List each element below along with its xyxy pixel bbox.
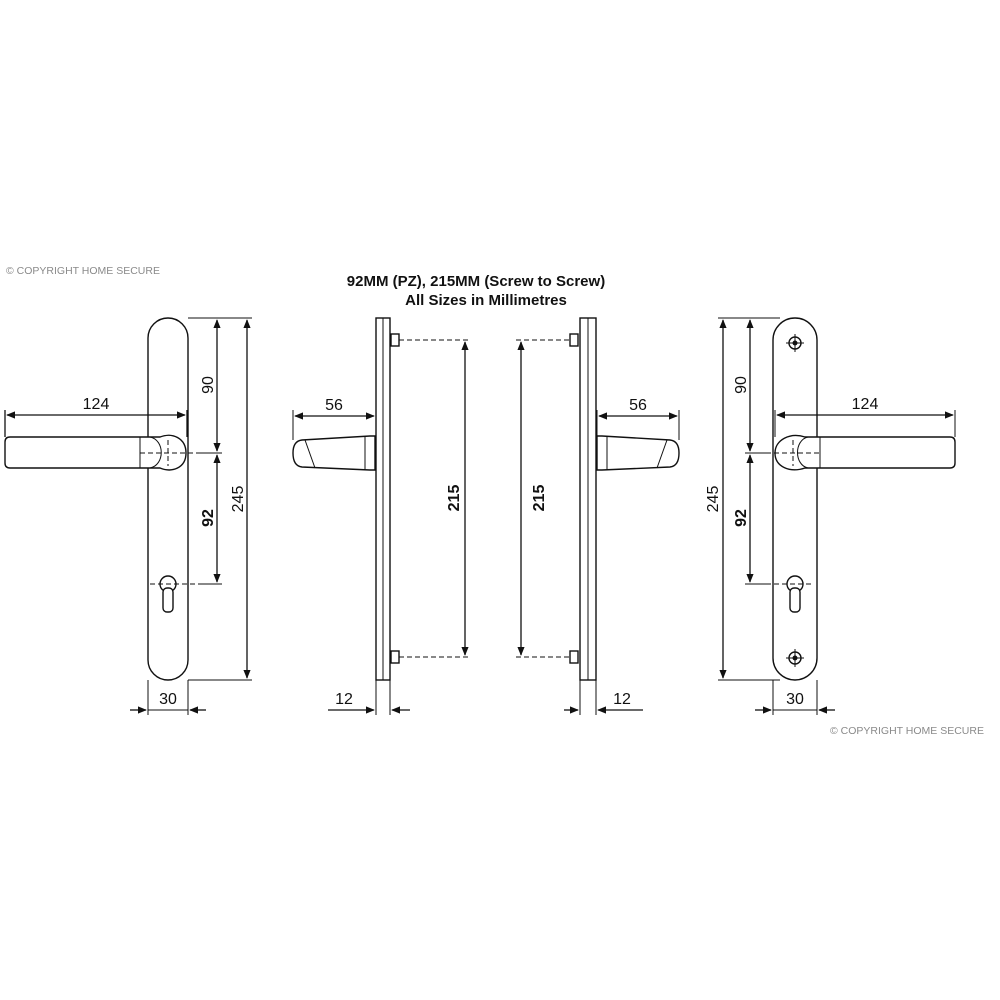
dim-screw-to-screw: 215: [446, 485, 463, 512]
dim-plate-thickness: 12: [613, 691, 631, 708]
dim-centres: 92: [733, 509, 750, 527]
screw-bottom: [390, 650, 400, 664]
dim-lever-length: 124: [83, 396, 110, 413]
screw-top: [390, 333, 400, 347]
dim-handle-to-top: 90: [200, 376, 217, 394]
screw-head-icon: [786, 649, 804, 667]
dim-lever-length: 124: [852, 396, 879, 413]
euro-cylinder-keyhole: [150, 575, 200, 613]
dim-handle-to-top: 90: [733, 376, 750, 394]
front-view-left: 124 90 92 245 30: [4, 317, 252, 715]
diagram-title-line2: All Sizes in Millimetres: [405, 292, 567, 309]
screw-bottom: [569, 650, 579, 664]
dim-plate-thickness: 12: [335, 691, 353, 708]
backplate: [772, 317, 818, 681]
lever-side: [292, 435, 376, 471]
dim-lever-projection: 56: [325, 397, 343, 414]
side-view-right: 56 215 12: [516, 317, 680, 715]
dim-centres: 92: [200, 509, 217, 527]
lever-handle: [4, 434, 187, 471]
dim-plate-width: 30: [786, 691, 804, 708]
euro-cylinder-keyhole: [750, 575, 812, 613]
screw-top: [569, 333, 579, 347]
dim-screw-to-screw: 215: [531, 485, 548, 512]
copyright-bottom-right: © COPYRIGHT HOME SECURE: [830, 725, 984, 737]
lever-side: [596, 435, 680, 471]
dim-lever-projection: 56: [629, 397, 647, 414]
copyright-top-left: © COPYRIGHT HOME SECURE: [6, 265, 160, 277]
side-view-left: 56 215 12: [292, 317, 470, 715]
dim-plate-width: 30: [159, 691, 177, 708]
dim-plate-height: 245: [705, 486, 722, 513]
dim-plate-height: 245: [230, 486, 247, 513]
back-view-right: 124 90 92 245 30: [705, 317, 956, 715]
screw-head-icon: [786, 334, 804, 352]
diagram-title-line1: 92MM (PZ), 215MM (Screw to Screw): [347, 273, 605, 290]
backplate: [147, 317, 189, 681]
